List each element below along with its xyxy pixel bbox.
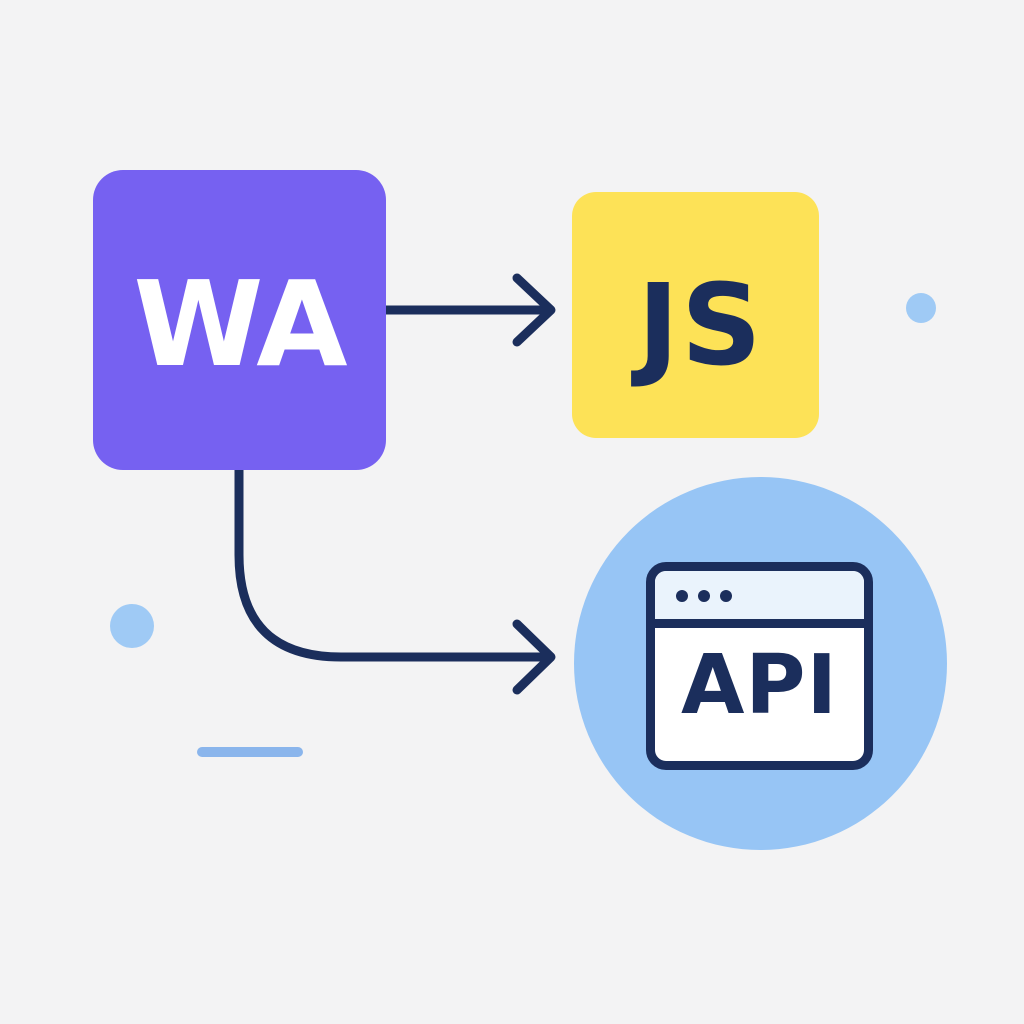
window-dot-icon: [720, 590, 732, 602]
decorative-dash: [197, 747, 303, 757]
wa-node: WA: [93, 170, 386, 470]
js-node-label: JS: [637, 261, 764, 391]
arrow-wa-to-api: [234, 465, 552, 662]
decorative-dot: [110, 604, 154, 648]
arrowhead-wa-to-api: [512, 619, 556, 695]
api-node-label: API: [680, 638, 839, 733]
arrowhead-wa-to-js: [512, 273, 556, 347]
window-dot-icon: [676, 590, 688, 602]
decorative-dot: [906, 293, 936, 323]
window-dot-icon: [698, 590, 710, 602]
wa-node-label: WA: [133, 255, 347, 393]
window-titlebar: [655, 571, 864, 628]
js-node: JS: [572, 192, 819, 438]
api-browser-window-icon: API: [646, 562, 873, 770]
